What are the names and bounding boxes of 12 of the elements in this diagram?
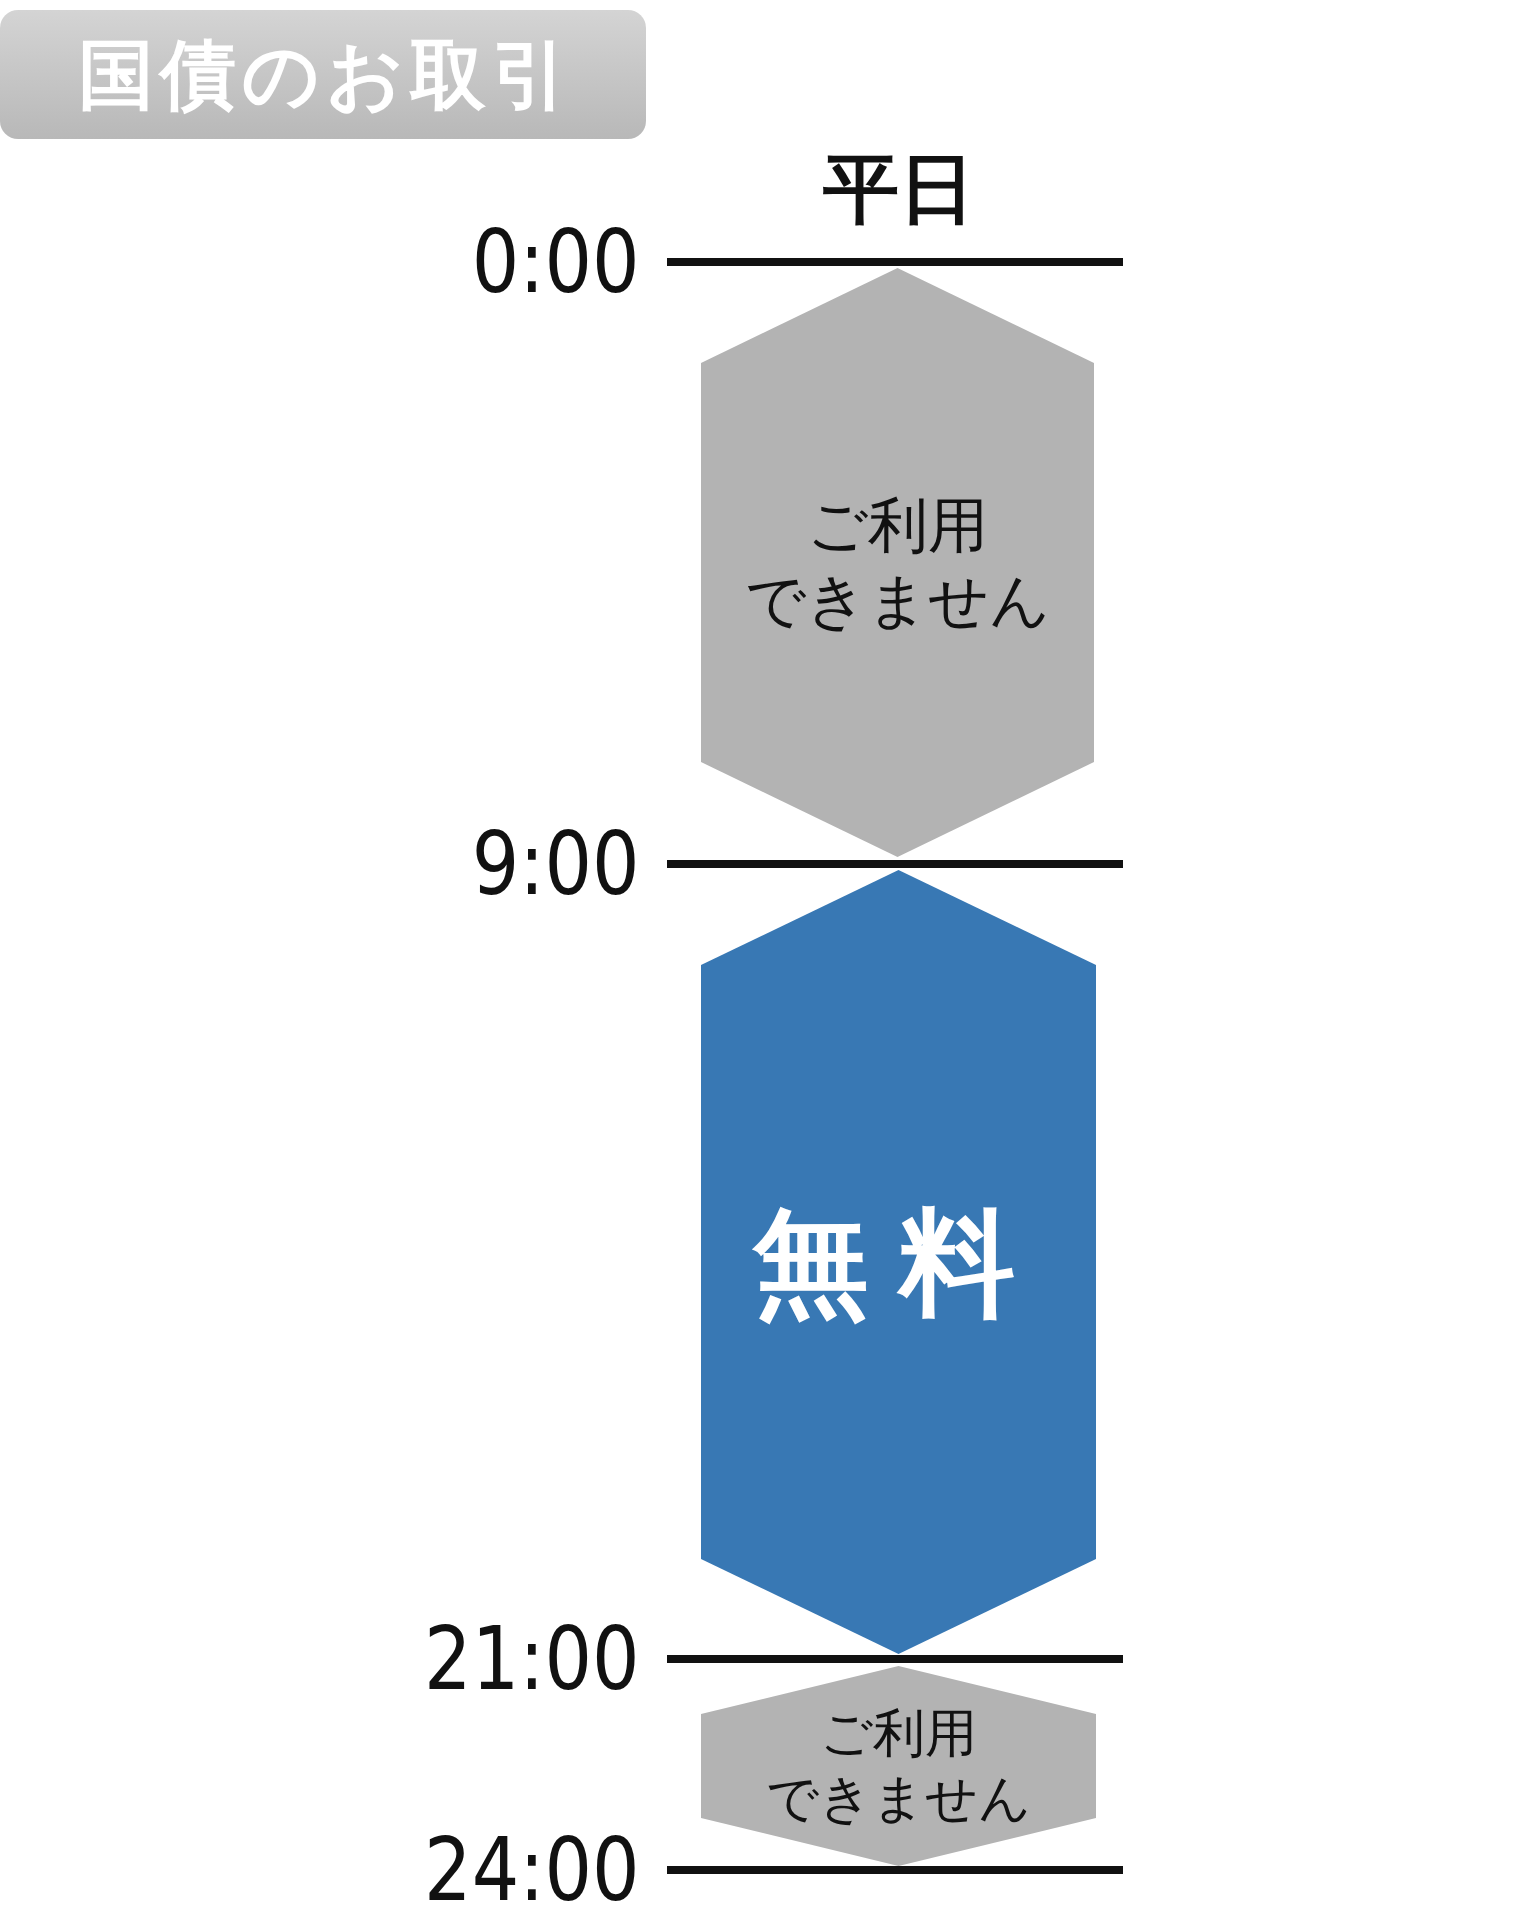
- hexagon-block: [701, 1666, 1096, 1866]
- time-label: 0:00: [472, 218, 640, 306]
- column-heading: 平日: [823, 151, 975, 227]
- hexagon-block: [701, 870, 1096, 1654]
- hexagon-block: [701, 268, 1094, 857]
- title-badge: 国債のお取引: [0, 10, 646, 139]
- time-label: 21:00: [424, 1615, 640, 1703]
- block-text: ご利用できません: [745, 488, 1050, 637]
- time-label: 24:00: [424, 1826, 640, 1912]
- block-text: 無料: [752, 1193, 1045, 1332]
- block-text: ご利用できません: [766, 1702, 1031, 1830]
- time-label: 9:00: [472, 820, 640, 908]
